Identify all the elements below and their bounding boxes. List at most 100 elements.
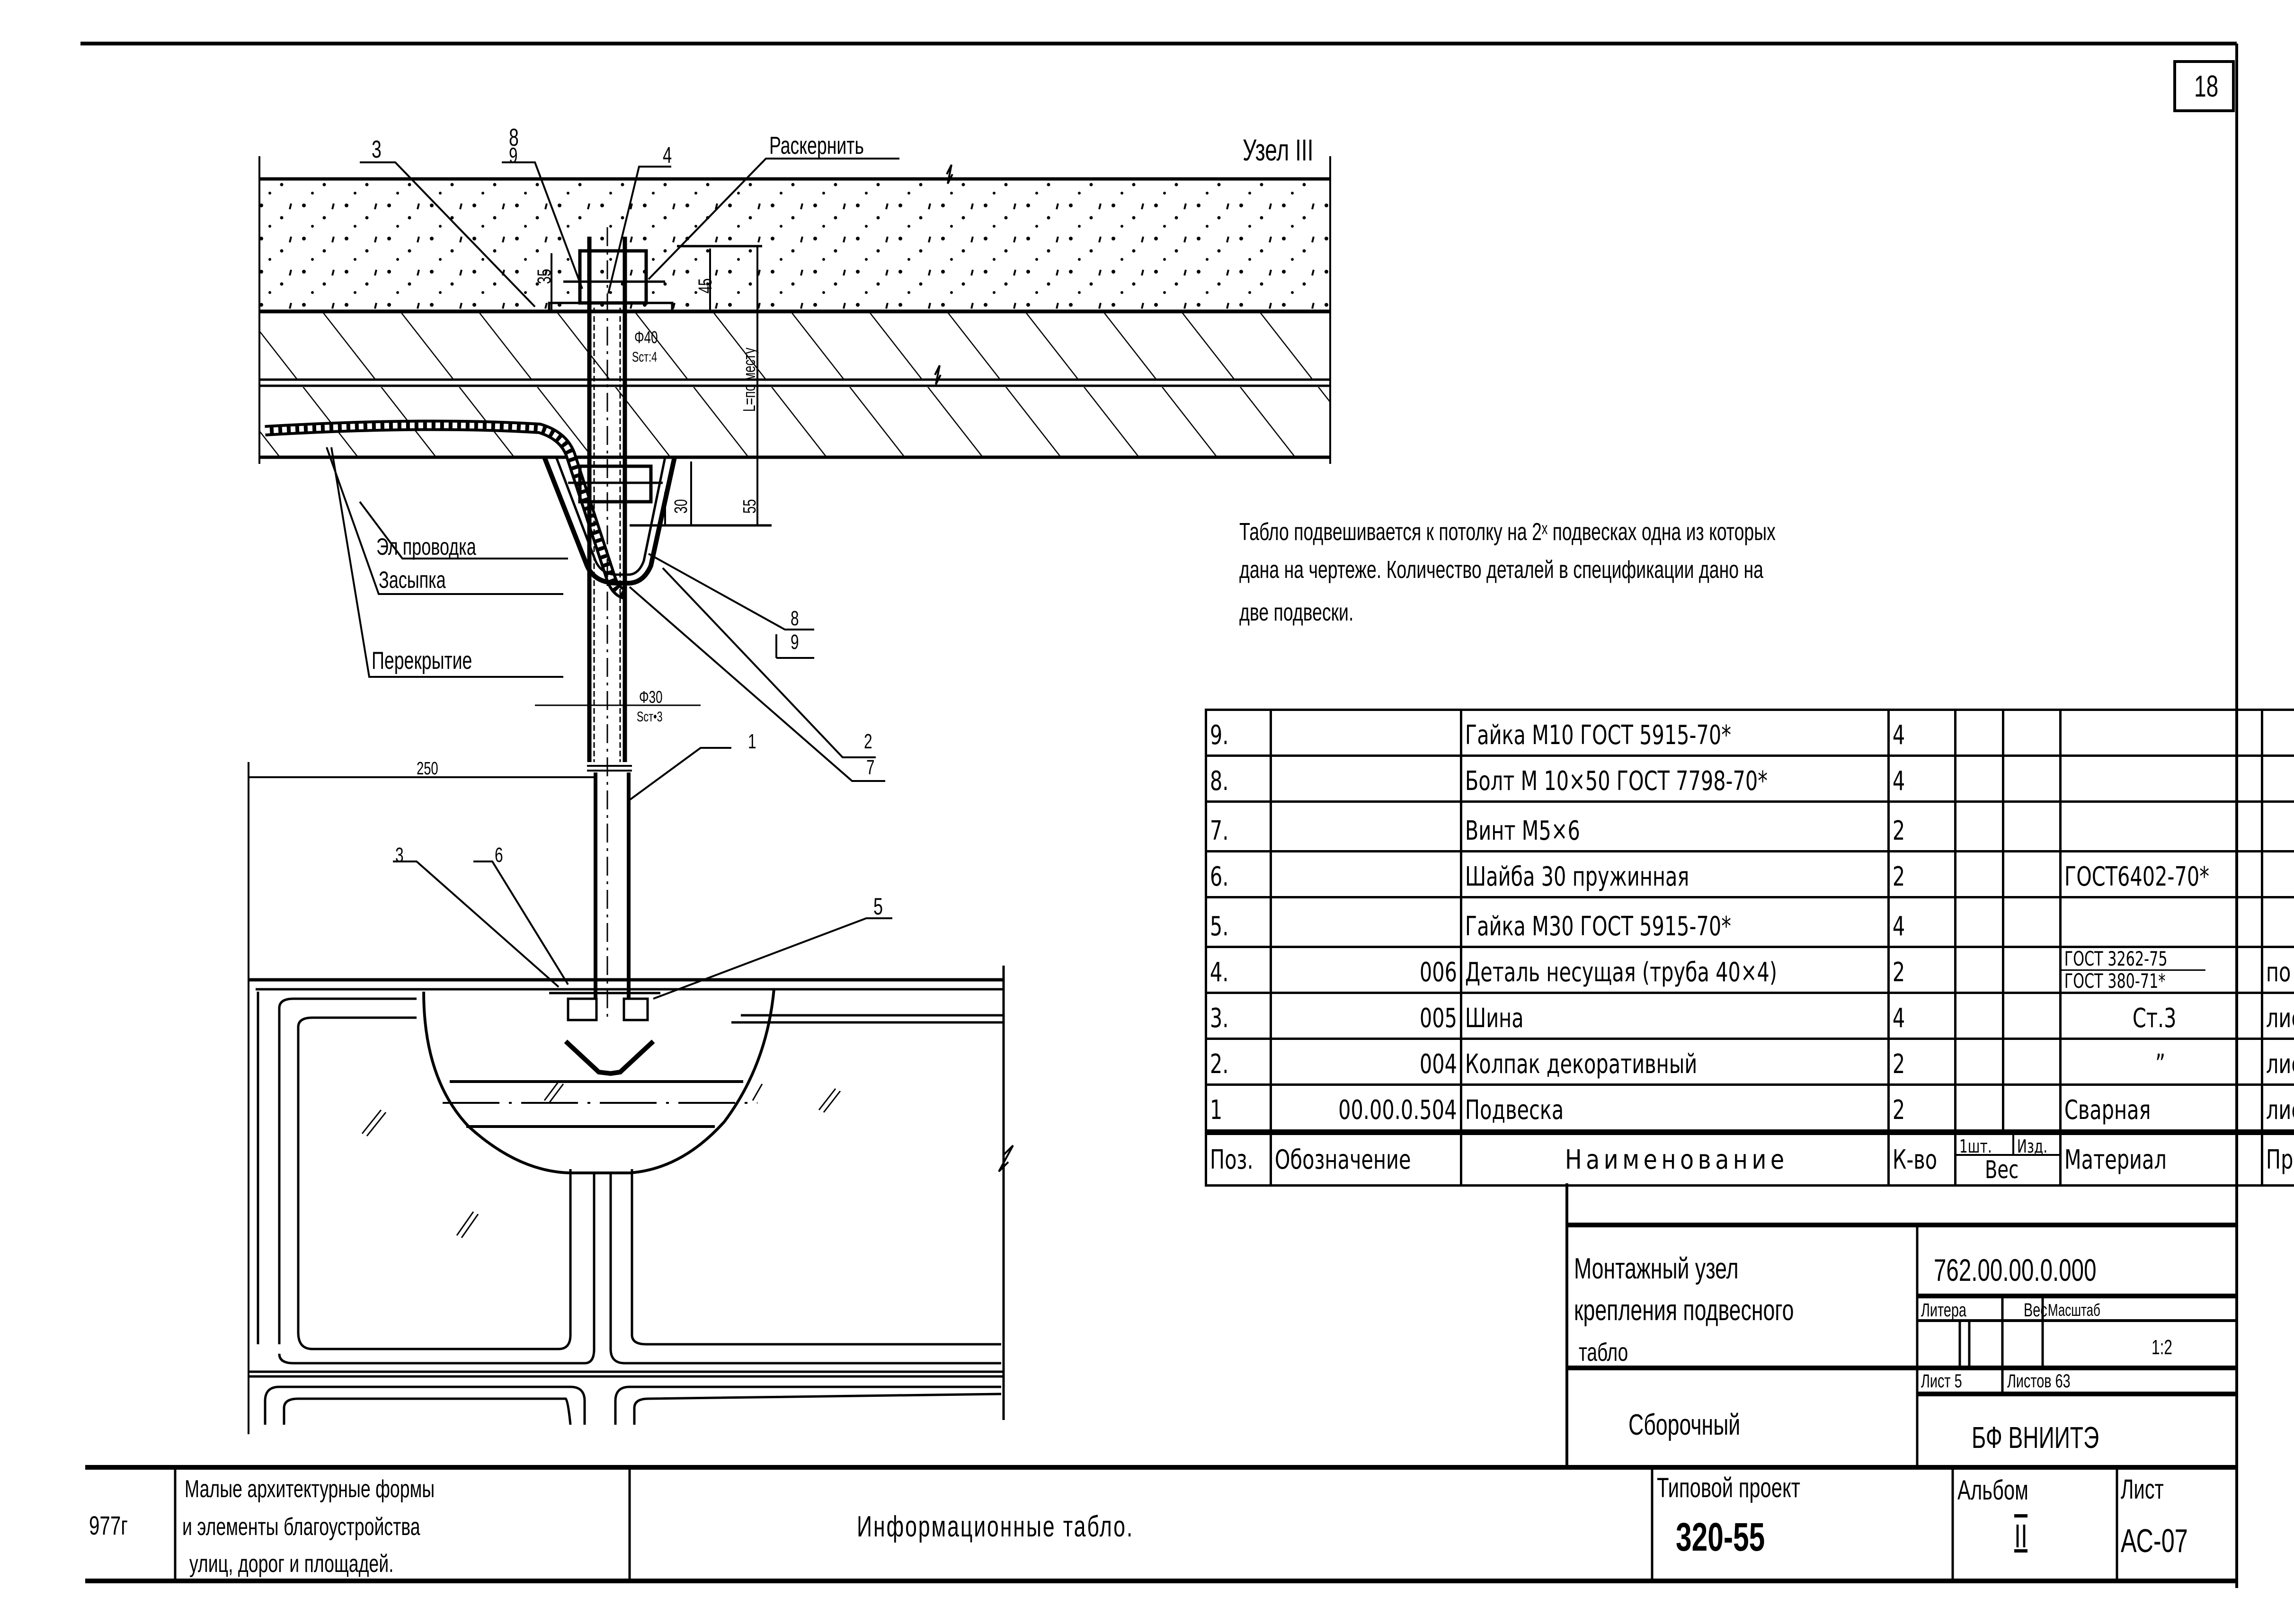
header-designation: Обозначение — [1269, 1129, 1462, 1187]
spec-cell-qty: 2 — [1887, 1038, 1956, 1086]
spec-row: 8.Болт М 10×50 ГОСТ 7798-70*4 — [1205, 754, 2294, 803]
spec-cell-pos: 8. — [1205, 754, 1272, 803]
spec-cell-designation — [1269, 896, 1462, 948]
header-weight-item: Изд. — [2017, 1136, 2047, 1157]
spec-cell-pos: 3. — [1205, 992, 1272, 1040]
sheet-label: Лист 5 — [1921, 1371, 1962, 1392]
spec-cell-name: Гайка М30 ГОСТ 5915-70* — [1459, 896, 1890, 948]
spec-cell-weight-unit — [1954, 850, 2005, 898]
spec-cell-designation: 005 — [1269, 992, 1462, 1040]
drawing-name-line-2: крепления подвесного — [1574, 1294, 1794, 1327]
dim-pipe-30-wall: Sст•3 — [637, 709, 663, 725]
album-value: II — [2014, 1518, 2028, 1554]
spec-cell-material — [2059, 896, 2264, 948]
callout-2-right: 2 — [864, 730, 872, 753]
note-line-1: Табло подвешивается к потолку на 2ˣ подв… — [1239, 518, 1776, 546]
suspension-pipe — [548, 227, 674, 1018]
spec-cell-weight-item — [2002, 709, 2062, 757]
spec-cell-weight-item — [2002, 946, 2062, 994]
spec-cell-note: лист 13 — [2261, 1083, 2294, 1134]
scale-value: 1:2 — [2152, 1336, 2173, 1359]
spec-cell-designation: 004 — [1269, 1038, 1462, 1086]
header-name: Наименование — [1459, 1129, 1890, 1187]
callout-4-top: 4 — [663, 143, 672, 168]
header-weight-unit: 1шт. — [1957, 1137, 2014, 1157]
wiring-channel — [265, 419, 627, 600]
header-pos: Поз. — [1205, 1129, 1272, 1187]
spec-cell-note — [2261, 800, 2294, 852]
sheet-title: Информационные табло. — [857, 1510, 1134, 1543]
spec-cell-pos: 9. — [1205, 709, 1272, 757]
label-perekrytie: Перекрытие — [372, 647, 472, 674]
spec-cell-name: Колпак декоративный — [1459, 1038, 1890, 1086]
dim-55: 55 — [740, 499, 760, 514]
spec-cell-material — [2059, 754, 2264, 803]
sheet-number-box — [2173, 60, 2235, 112]
signboard — [249, 966, 1014, 1425]
spec-cell-name: Шина — [1459, 992, 1890, 1040]
spec-cell-name: Шайба 30 пружинная — [1459, 850, 1890, 898]
spec-cell-weight-unit — [1954, 992, 2005, 1040]
callout-7-right: 7 — [866, 756, 875, 779]
spec-cell-name: Гайка М10 ГОСТ 5915-70* — [1459, 709, 1890, 757]
title-block-grid — [85, 1183, 2237, 1583]
scale-label: Масштаб — [2048, 1300, 2100, 1320]
spec-cell-qty: 4 — [1887, 754, 1956, 803]
dim-250: 250 — [417, 759, 438, 779]
callout-raskernit: Раскернить — [769, 132, 864, 160]
sheet-code-label: Лист — [2121, 1474, 2164, 1505]
spec-cell-qty: 2 — [1887, 946, 1956, 994]
dim-l-po-mestu: L=по месту — [739, 347, 759, 412]
callout-9-right: 9 — [791, 630, 799, 654]
header-weight: 1шт. Изд. Вес — [1954, 1129, 2062, 1187]
drawing-name-line-3: табло — [1579, 1338, 1628, 1367]
spec-cell-note: лист 14 — [2261, 1038, 2294, 1086]
spec-cell-weight-item — [2002, 800, 2062, 852]
spec-cell-designation — [1269, 800, 1462, 852]
series-line-3: улиц, дорог и площадей. — [189, 1550, 394, 1578]
callout-6-bottom: 6 — [495, 843, 503, 867]
spec-cell-weight-unit — [1954, 896, 2005, 948]
spec-cell-note: по черт — [2261, 946, 2294, 994]
spec-cell-pos: 7. — [1205, 800, 1272, 852]
spec-cell-designation — [1269, 709, 1462, 757]
dim-pipe-30: Φ30 — [639, 687, 663, 707]
spec-cell-weight-item — [2002, 896, 2062, 948]
ceiling-section — [258, 156, 1331, 464]
callout-5-bottom: 5 — [873, 893, 883, 920]
spec-cell-designation: 006 — [1269, 946, 1462, 994]
dimension-lines — [248, 245, 772, 1434]
spec-cell-name: Деталь несущая (труба 40×4) — [1459, 946, 1890, 994]
spec-cell-material — [2059, 800, 2264, 852]
spec-cell-material: Сварная — [2059, 1083, 2264, 1134]
callout-3-bottom: 3 — [395, 843, 404, 867]
dim-pipe-40: Φ40 — [634, 328, 658, 347]
spec-cell-material — [2059, 709, 2264, 757]
callout-3-top: 3 — [372, 136, 382, 163]
album-label: Альбом — [1957, 1475, 2028, 1506]
callout-9-top: 9 — [509, 143, 518, 168]
callout-1: 1 — [748, 730, 756, 753]
spec-cell-note — [2261, 709, 2294, 757]
spec-cell-designation — [1269, 850, 1462, 898]
label-el-provodka: Эл проводка — [376, 533, 476, 560]
weight-label: Вес — [2024, 1300, 2047, 1321]
spec-cell-weight-item — [2002, 992, 2062, 1040]
spec-cell-weight-unit — [1954, 754, 2005, 803]
spec-cell-qty: 2 — [1887, 800, 1956, 852]
spec-cell-qty: 2 — [1887, 1083, 1956, 1134]
node-title: Узел III — [1243, 133, 1314, 167]
code-left: 977г — [89, 1510, 128, 1540]
spec-cell-weight-item — [2002, 754, 2062, 803]
drawing-type: Сборочный — [1628, 1409, 1741, 1441]
dim-30: 30 — [671, 499, 691, 514]
header-material: Материал — [2059, 1129, 2264, 1187]
spec-cell-pos: 5. — [1205, 896, 1272, 948]
spec-cell-weight-unit — [1954, 800, 2005, 852]
spec-cell-qty: 2 — [1887, 850, 1956, 898]
spec-cell-material: Ст.3 — [2059, 992, 2264, 1040]
spec-cell-weight-item — [2002, 1083, 2062, 1134]
